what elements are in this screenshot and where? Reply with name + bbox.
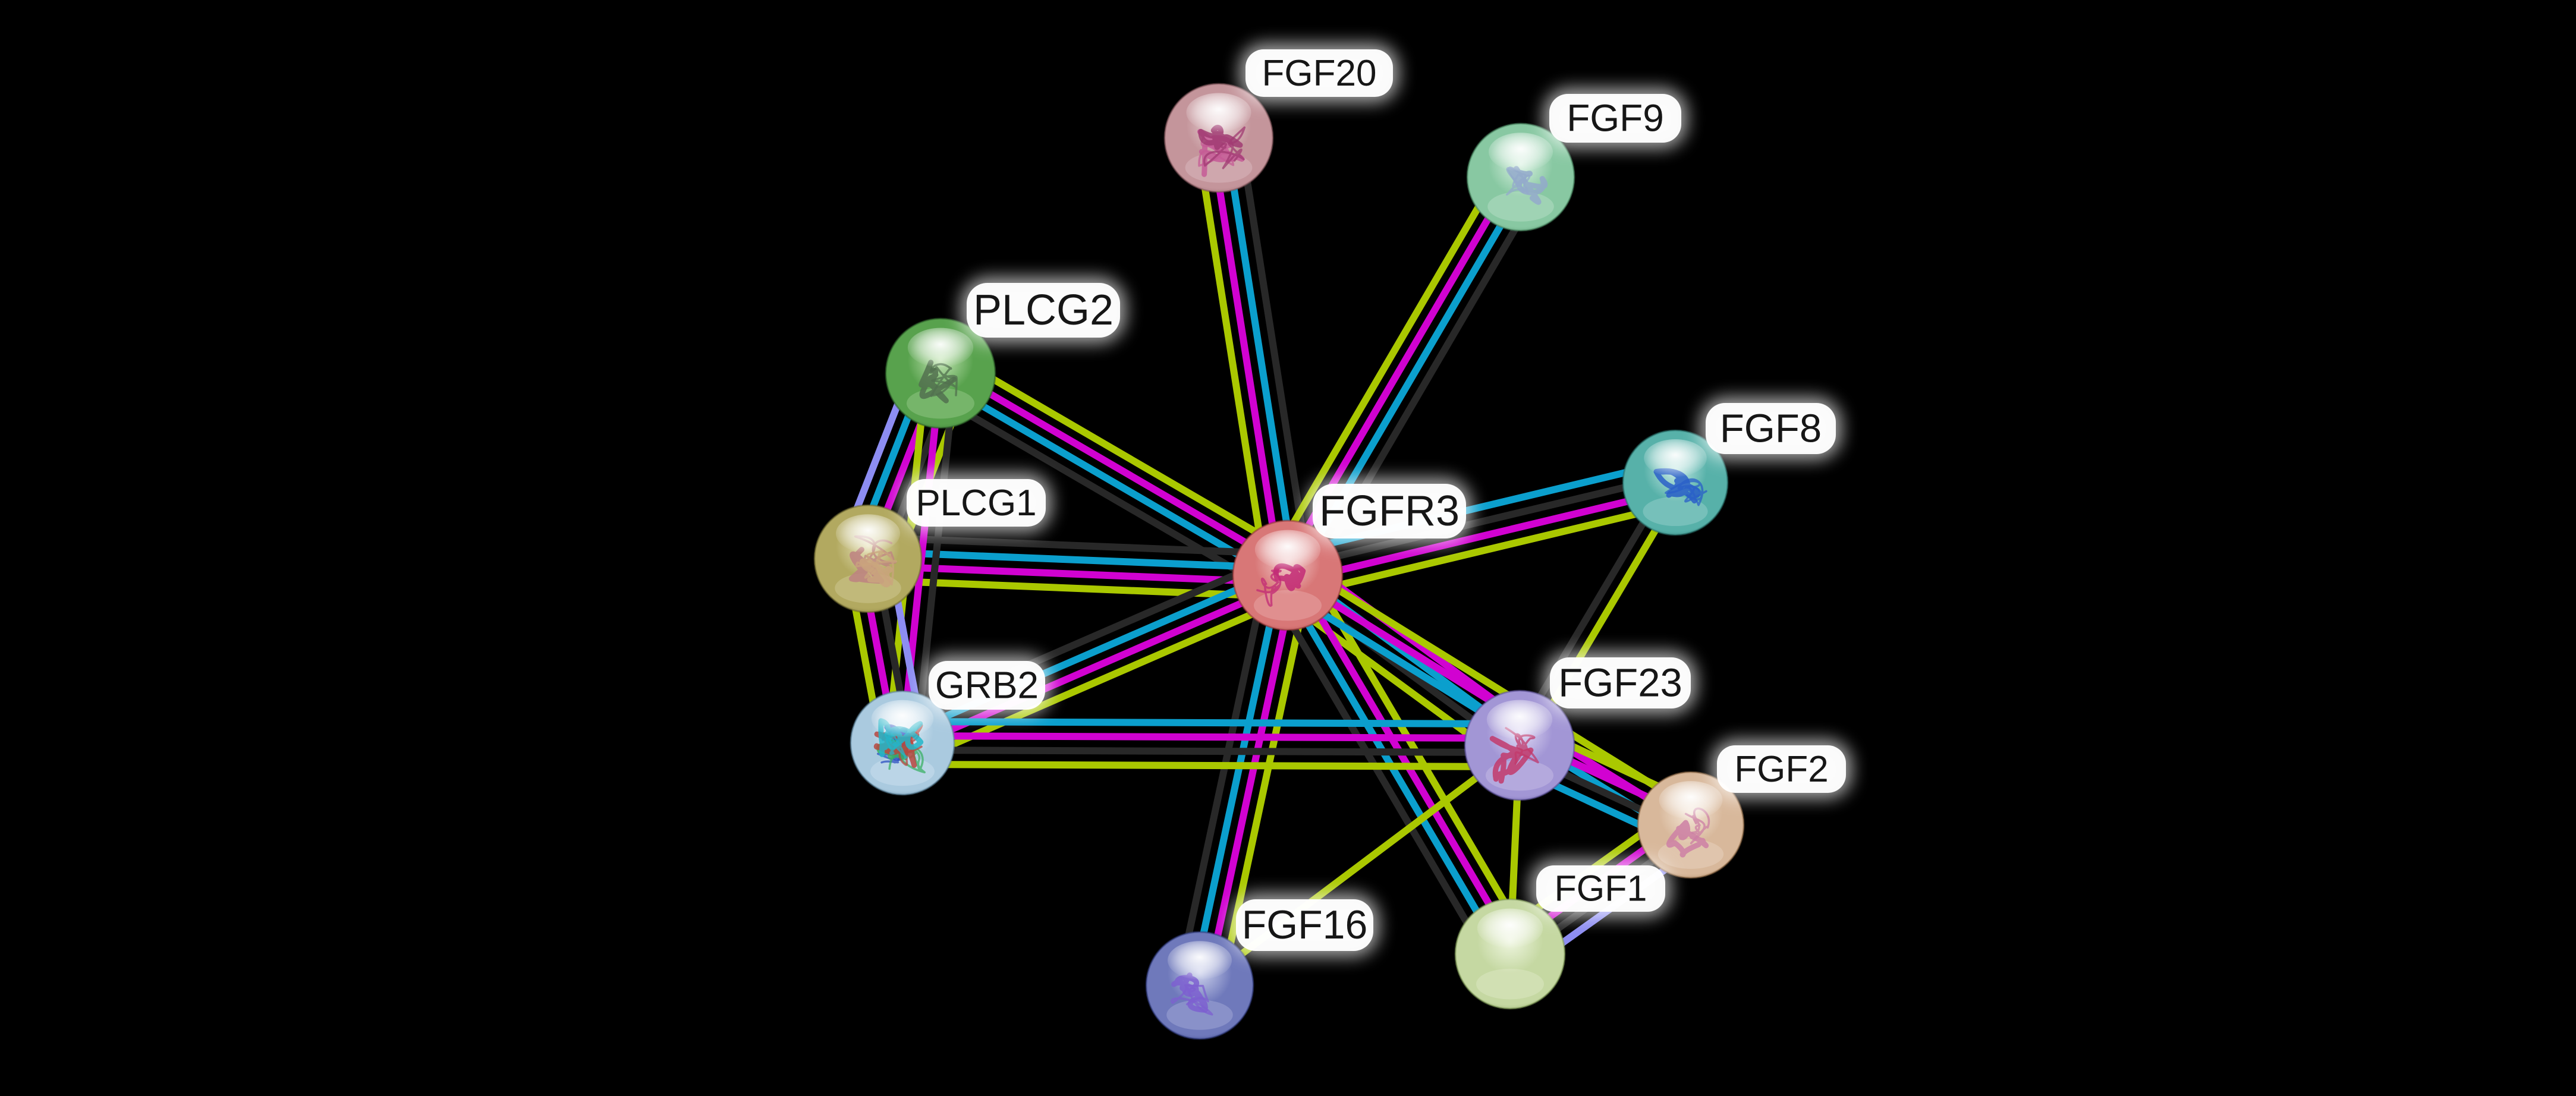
label-PLCG1: PLCG1 bbox=[901, 473, 1052, 533]
edge-line-textmining bbox=[1291, 500, 1681, 600]
node-FGF23[interactable] bbox=[1464, 689, 1575, 801]
node-FGF2[interactable] bbox=[1637, 771, 1745, 879]
node-label-text: PLCG1 bbox=[916, 483, 1036, 524]
edge-line-database bbox=[1222, 136, 1298, 575]
sphere-highlight bbox=[1644, 439, 1707, 477]
protein-ribbon-icon bbox=[1171, 972, 1213, 1016]
sphere-highlight bbox=[836, 514, 900, 553]
sphere-bottom-glow bbox=[1253, 590, 1322, 621]
edge-line-experiments bbox=[942, 364, 1294, 572]
node-FGF20[interactable] bbox=[1163, 83, 1274, 193]
node-layer bbox=[813, 83, 1745, 1040]
label-box bbox=[1236, 899, 1373, 951]
label-box bbox=[1706, 403, 1836, 454]
protein-ribbon-icon bbox=[1197, 125, 1246, 177]
edge-line-database bbox=[902, 718, 1520, 728]
label-box bbox=[1313, 484, 1466, 538]
node-FGF16[interactable] bbox=[1145, 931, 1254, 1040]
label-FGF2: FGF2 bbox=[1711, 739, 1852, 799]
node-PLCG1[interactable] bbox=[813, 504, 923, 613]
label-box bbox=[929, 661, 1045, 710]
sphere-bottom-glow bbox=[1487, 191, 1554, 222]
label-FGF20: FGF20 bbox=[1240, 43, 1399, 103]
label-FGF8: FGF8 bbox=[1700, 397, 1842, 460]
sphere-bottom-glow bbox=[1476, 968, 1545, 1000]
label-box bbox=[1536, 865, 1665, 912]
protein-ribbon-icon bbox=[848, 535, 898, 588]
sphere-highlight bbox=[1486, 700, 1553, 739]
edge-line-textmining bbox=[902, 760, 1520, 770]
sphere-highlight bbox=[871, 700, 934, 738]
edge-line-experiments bbox=[1288, 486, 1678, 586]
edge-GRB2-FGF23[interactable] bbox=[902, 718, 1520, 770]
label-box bbox=[1717, 745, 1846, 793]
edge-PLCG2-FGFR3[interactable] bbox=[927, 351, 1301, 597]
edge-FGF20-FGFR3[interactable] bbox=[1194, 134, 1313, 580]
label-PLCG2: PLCG2 bbox=[961, 277, 1126, 344]
node-label-text: FGF2 bbox=[1734, 749, 1828, 790]
edge-line-coexpression bbox=[1266, 584, 1495, 967]
node-label-text: FGF8 bbox=[1720, 406, 1822, 451]
node-FGFR3[interactable] bbox=[1232, 519, 1344, 631]
protein-ribbon-icon bbox=[919, 360, 958, 404]
protein-ribbon-icon bbox=[1489, 727, 1539, 784]
edge-line-database bbox=[935, 376, 1286, 585]
label-box bbox=[967, 283, 1120, 338]
edge-line-experiments bbox=[1203, 576, 1298, 988]
edge-line-textmining bbox=[949, 351, 1301, 560]
sphere-highlight bbox=[1168, 941, 1232, 980]
node-FGF9[interactable] bbox=[1466, 122, 1575, 232]
node-label-text: PLCG2 bbox=[973, 286, 1114, 334]
node-label-text: FGF20 bbox=[1262, 53, 1377, 94]
node-label-text: FGF9 bbox=[1567, 96, 1664, 139]
edge-line-coexpression bbox=[927, 388, 1279, 597]
edge-line-database bbox=[1189, 573, 1285, 985]
edge-line-coexpression bbox=[1285, 472, 1675, 572]
label-FGF1: FGF1 bbox=[1530, 859, 1671, 918]
node-label-text: GRB2 bbox=[935, 663, 1039, 706]
node-PLCG2[interactable] bbox=[885, 317, 996, 429]
sphere-highlight bbox=[1477, 908, 1543, 948]
edge-line-experiments bbox=[902, 732, 1520, 742]
edge-line-experiments bbox=[1208, 138, 1285, 577]
edge-line-coexpression bbox=[1236, 134, 1313, 573]
node-FGF1[interactable] bbox=[1454, 898, 1566, 1010]
sphere-bottom-glow bbox=[1643, 496, 1708, 527]
label-FGF23: FGF23 bbox=[1544, 651, 1697, 714]
label-FGFR3: FGFR3 bbox=[1307, 478, 1472, 544]
label-FGF16: FGF16 bbox=[1230, 893, 1379, 957]
protein-ribbon-icon bbox=[1506, 166, 1548, 205]
sphere-highlight bbox=[1186, 93, 1251, 132]
sphere-highlight bbox=[1489, 133, 1553, 172]
node-label-text: FGFR3 bbox=[1319, 487, 1460, 535]
label-box bbox=[1550, 657, 1691, 708]
label-box bbox=[907, 479, 1046, 527]
node-label-text: FGF23 bbox=[1558, 660, 1682, 705]
edge-line-experiments bbox=[1291, 569, 1520, 952]
node-label-text: FGF16 bbox=[1242, 902, 1368, 947]
sphere-highlight bbox=[1254, 530, 1321, 569]
sphere-bottom-glow bbox=[1166, 1000, 1233, 1030]
node-label-text: FGF1 bbox=[1555, 868, 1647, 908]
edge-line-textmining bbox=[1194, 140, 1270, 580]
label-FGF9: FGF9 bbox=[1543, 88, 1687, 149]
edge-line-coexpression bbox=[1175, 570, 1270, 982]
edge-line-textmining bbox=[867, 576, 1287, 600]
edge-line-coexpression bbox=[902, 746, 1520, 756]
label-GRB2: GRB2 bbox=[923, 655, 1051, 716]
node-FGF8[interactable] bbox=[1622, 429, 1729, 536]
sphere-highlight bbox=[907, 327, 974, 367]
sphere-highlight bbox=[1659, 781, 1723, 820]
label-box bbox=[1549, 94, 1681, 143]
node-GRB2[interactable] bbox=[850, 690, 955, 796]
label-box bbox=[1245, 49, 1393, 97]
